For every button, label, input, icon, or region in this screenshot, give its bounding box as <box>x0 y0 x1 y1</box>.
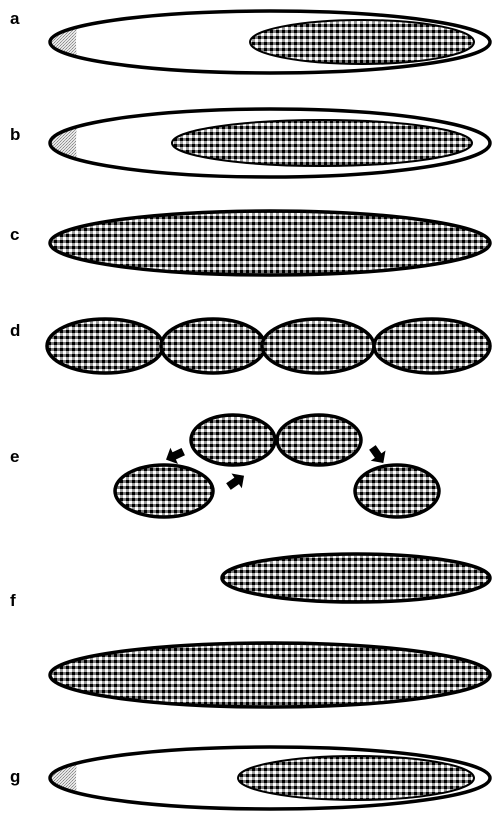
segment-d-4 <box>374 319 490 373</box>
segment-d-3 <box>262 319 374 373</box>
cell-b <box>45 106 490 180</box>
arrow-icon <box>223 468 249 494</box>
segment-e-bottom-left <box>115 465 213 517</box>
filament-f-lower <box>50 643 490 707</box>
cell-a <box>45 8 490 78</box>
panel-label-d: d <box>10 321 20 340</box>
panel-b: b <box>10 106 490 180</box>
filament-f-upper <box>222 554 490 602</box>
segment-d-2 <box>161 319 265 373</box>
elongated-body-c <box>50 211 490 275</box>
panel-label-c: c <box>10 225 19 244</box>
segment-d-1 <box>47 319 163 373</box>
panel-label-f: f <box>10 591 16 610</box>
panel-c: c <box>10 211 490 275</box>
panel-f: f <box>10 554 490 707</box>
panel-label-a: a <box>10 9 20 28</box>
segment-e-top-right <box>277 415 361 465</box>
segment-e-bottom-right <box>355 465 439 517</box>
cell-g <box>45 744 490 814</box>
panel-g: g <box>10 744 490 814</box>
nucleoid-b <box>172 120 472 166</box>
panel-e: e <box>10 415 439 517</box>
panel-label-g: g <box>10 767 20 786</box>
nucleoid-g <box>238 756 474 800</box>
panel-d: d <box>10 319 490 373</box>
nucleoid-a <box>250 20 474 64</box>
panel-label-b: b <box>10 125 20 144</box>
panel-a: a <box>10 8 490 78</box>
segment-e-top-left <box>191 415 275 465</box>
panel-label-e: e <box>10 447 19 466</box>
